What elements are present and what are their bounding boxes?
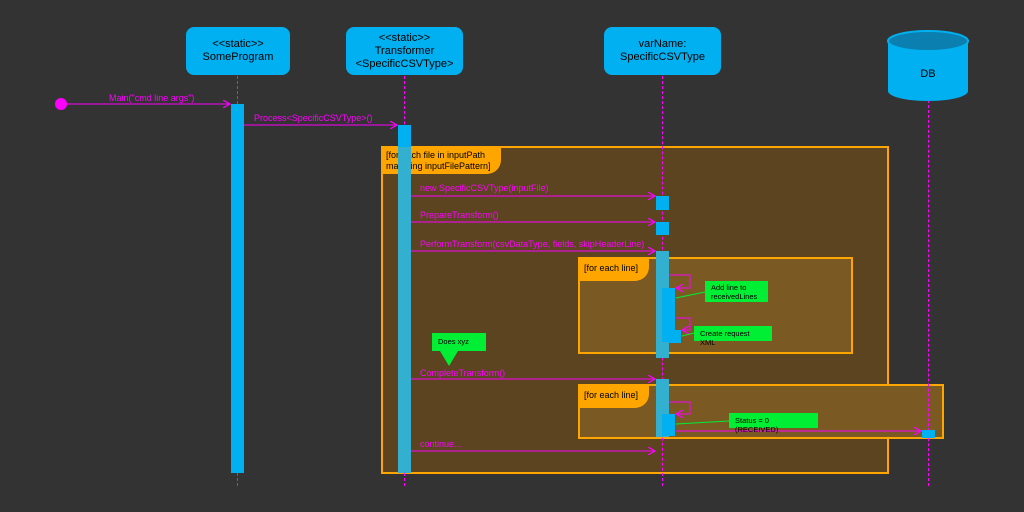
message-prepare: PrepareTransform() bbox=[420, 210, 499, 220]
activation-var-3-nested-a bbox=[662, 288, 675, 342]
note-does-xyz: Does xyz bbox=[432, 333, 486, 351]
activation-var-1 bbox=[656, 196, 669, 210]
activation-someprogram bbox=[231, 104, 244, 473]
participant-transformer: <<static>> Transformer <SpecificCSVType> bbox=[346, 27, 463, 75]
loop-frame-inner-2-label: [for each line] bbox=[580, 386, 649, 408]
participant-var: varName: SpecificCSVType bbox=[604, 27, 721, 75]
participant-someprogram-name: SomeProgram bbox=[202, 51, 274, 63]
participant-someprogram: <<static>> SomeProgram bbox=[186, 27, 290, 75]
activation-transformer bbox=[398, 147, 411, 473]
participant-var-line1: varName: bbox=[638, 38, 687, 50]
message-complete: CompleteTransform() bbox=[420, 368, 506, 378]
activation-var-2 bbox=[656, 222, 669, 235]
loop-frame-inner-1-label: [for each line] bbox=[580, 259, 649, 281]
activation-transformer-top bbox=[398, 125, 411, 147]
message-main: Main("cmd line args") bbox=[109, 93, 195, 103]
message-continue: continue... bbox=[420, 439, 462, 449]
participant-someprogram-stereotype: <<static>> bbox=[212, 38, 264, 50]
activation-db bbox=[922, 430, 935, 438]
message-new-type: new SpecificCSVType(inputFile) bbox=[420, 183, 549, 193]
start-node bbox=[55, 98, 67, 110]
lifeline-db bbox=[928, 100, 929, 486]
activation-var-3-nested-b bbox=[668, 330, 681, 343]
message-perform: PerformTransform(csvDataType, fields, sk… bbox=[420, 239, 645, 249]
activation-var-4-nested bbox=[662, 414, 675, 436]
message-process: Process<SpecificCSVType>() bbox=[254, 113, 373, 123]
participant-transformer-name: Transformer bbox=[374, 44, 435, 57]
participant-transformer-stereotype: <<static>> bbox=[378, 31, 431, 44]
participant-var-line2: SpecificCSVType bbox=[620, 51, 705, 63]
participant-transformer-type: <SpecificCSVType> bbox=[355, 57, 454, 70]
note-create-xml: Create request XML bbox=[694, 326, 772, 347]
note-status: Status = 0 (RECEIVED) bbox=[729, 413, 818, 434]
db-label: DB bbox=[920, 68, 936, 80]
note-add-line: Add line to receivedLines bbox=[705, 281, 768, 302]
